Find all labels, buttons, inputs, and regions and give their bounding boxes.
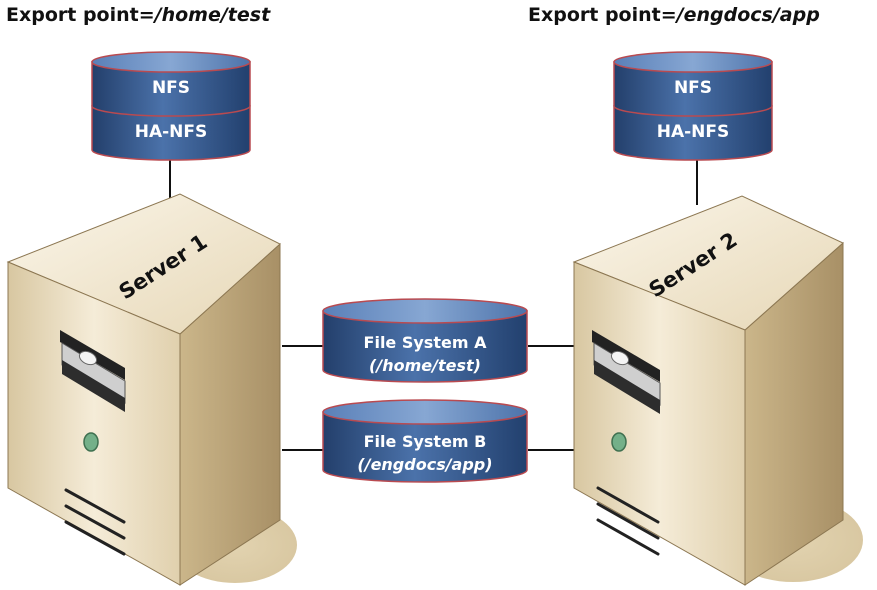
connector-lines bbox=[169, 158, 698, 451]
file-system-b-name: File System B bbox=[364, 432, 487, 451]
nfs-stack-server1: NFS HA-NFS bbox=[91, 51, 251, 161]
nfs-stack-server2: NFS HA-NFS bbox=[613, 51, 773, 161]
export-prefix-left: Export point= bbox=[6, 4, 155, 26]
nfs-label-server1: NFS bbox=[152, 78, 190, 98]
server2-power-led bbox=[611, 432, 627, 452]
server1-tower: Server 1 bbox=[6, 193, 297, 586]
export-point-right: Export point=/engdocs/app bbox=[528, 4, 820, 26]
file-system-a-cylinder: File System A (/home/test) bbox=[322, 298, 528, 383]
file-system-b-cylinder: File System B (/engdocs/app) bbox=[322, 399, 528, 483]
export-path-left: /home/test bbox=[154, 4, 271, 26]
server2-tower: Server 2 bbox=[572, 195, 863, 586]
server1-vents bbox=[64, 488, 126, 556]
export-prefix-right: Export point= bbox=[528, 4, 677, 26]
export-path-right: /engdocs/app bbox=[676, 4, 820, 26]
server2-vents bbox=[596, 486, 660, 556]
file-system-a-name: File System A bbox=[364, 333, 488, 352]
server2-drive-bay bbox=[592, 330, 661, 414]
file-system-b-path: (/engdocs/app) bbox=[357, 455, 492, 474]
server1-power-led bbox=[83, 432, 99, 452]
server1-drive-bay bbox=[60, 330, 126, 412]
file-system-a-path: (/home/test) bbox=[369, 356, 481, 375]
export-point-left: Export point=/home/test bbox=[6, 4, 270, 26]
ha-nfs-label-server2: HA-NFS bbox=[657, 122, 730, 142]
ha-nfs-label-server1: HA-NFS bbox=[135, 122, 208, 142]
nfs-label-server2: NFS bbox=[674, 78, 712, 98]
